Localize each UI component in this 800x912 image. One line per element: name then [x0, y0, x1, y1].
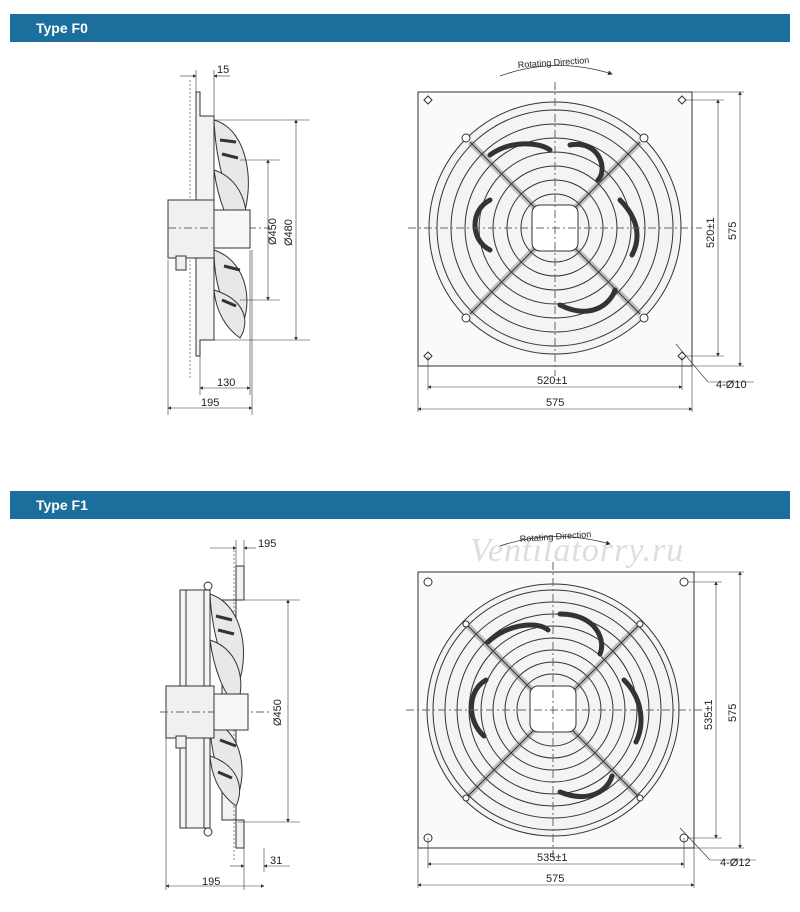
section-header-f1: Type F1	[10, 491, 790, 519]
rotating-direction-label: Rotating Direction	[517, 55, 589, 70]
dim-flange: 195	[258, 538, 276, 550]
dim-hole-spacing: 535±1	[537, 852, 568, 864]
dim-bottom-flange: 31	[270, 855, 282, 867]
section-title: Type F1	[36, 497, 88, 513]
side-view-f0	[167, 70, 310, 415]
rotating-direction-label: Rotating Direction	[519, 529, 591, 544]
dim-overall-depth: 195	[201, 397, 219, 409]
dim-overall-height: 575	[727, 222, 739, 240]
dim-blade-dia: Ø450	[272, 699, 284, 726]
dim-overall-height: 575	[727, 704, 739, 722]
dim-flange: 15	[217, 64, 229, 76]
dim-hole-spacing-vertical: 535±1	[703, 699, 715, 730]
front-view-f1	[406, 536, 756, 888]
side-view-f1	[160, 540, 300, 890]
section-title: Type F0	[36, 20, 88, 36]
drawing-f0: 15 130 195 Ø450 Ø480	[167, 55, 754, 415]
dim-overall-width: 575	[546, 873, 564, 885]
dim-blade-dia: Ø450	[267, 218, 279, 245]
dim-mounting-holes: 4-Ø10	[716, 379, 747, 391]
dim-mounting-holes: 4-Ø12	[720, 857, 751, 869]
dim-ring-dia: Ø480	[283, 219, 295, 246]
dim-hole-spacing: 520±1	[537, 375, 568, 387]
dim-hole-spacing-vertical: 520±1	[705, 217, 717, 248]
dim-overall-width: 575	[546, 397, 564, 409]
front-view-f0	[408, 65, 754, 412]
section-header-f0: Type F0	[10, 14, 790, 42]
dim-overall-depth: 195	[202, 876, 220, 888]
dim-motor-length: 130	[217, 377, 235, 389]
drawing-f1: 195 31 195 Ø450	[160, 529, 756, 890]
